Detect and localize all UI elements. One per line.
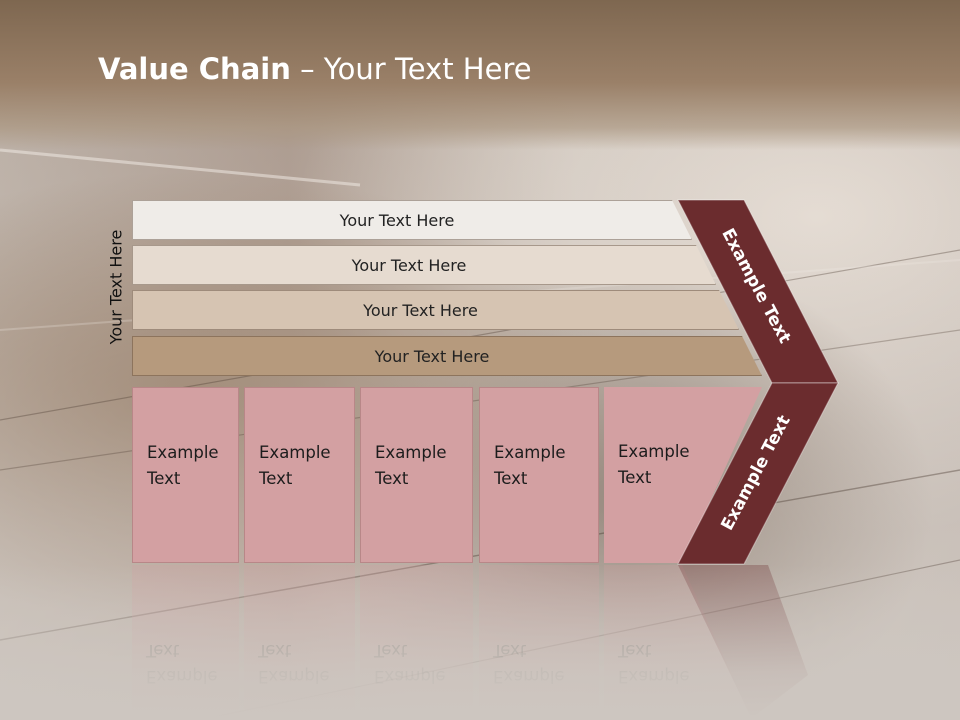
slide-title: Value Chain – Your Text Here [98,52,532,86]
box-5-line-2: Text [618,468,652,487]
support-bar-4-label: Your Text Here [374,346,490,366]
primary-activity-box-3: Example Text [360,387,473,563]
box-2-line-2: Text [259,469,293,488]
box-1-line-1: Example [147,443,219,462]
box-3-line-1: Example [375,443,447,462]
box-4-line-2: Text [494,469,528,488]
support-bar-3-label: Your Text Here [363,300,478,320]
primary-activity-box-2: Example Text [244,387,355,563]
primary-activity-box-4: Example Text [479,387,599,563]
title-bold: Value Chain [98,52,291,86]
box-1-line-2: Text [147,469,181,488]
box-3-line-2: Text [375,469,409,488]
title-band [0,0,960,150]
support-bar-2: Your Text Here [132,245,716,285]
box-5-line-1: Example [618,442,690,461]
support-bar-1: Your Text Here [132,200,692,240]
side-label: Your Text Here [106,229,126,345]
support-bar-2-label: Your Text Here [351,255,467,275]
primary-activity-box-1: Example Text [132,387,239,563]
support-bar-1-label: Your Text Here [339,210,455,230]
box-2-line-1: Example [259,443,331,462]
box-4-line-1: Example [494,443,566,462]
support-bar-3: Your Text Here [132,290,739,330]
support-bar-4: Your Text Here [132,336,762,376]
title-rest: – Your Text Here [290,52,532,86]
